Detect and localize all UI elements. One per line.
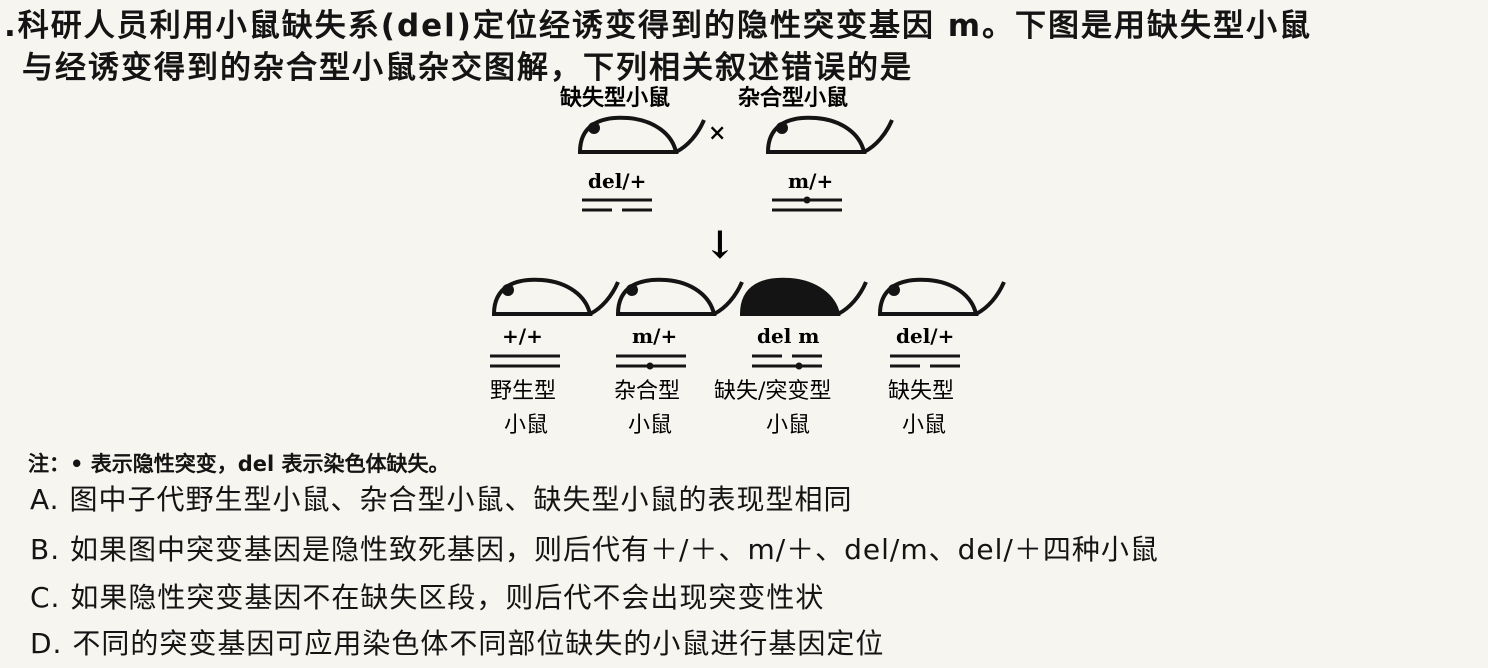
offspring-genotype-deletion: del/+ bbox=[896, 324, 954, 348]
offspring-genotype-heterozygous: m/+ bbox=[632, 324, 677, 348]
parent-genotype-heterozygous: m/+ bbox=[788, 169, 833, 193]
offspring-mouse-heterozygous bbox=[616, 277, 744, 316]
mutation-dot bbox=[803, 196, 811, 204]
offspring-suffix-deletion-mutant: 小鼠 bbox=[766, 413, 810, 438]
mutation-dot bbox=[646, 362, 654, 370]
diagram-note: 注：• 表示隐性突变，del 表示染色体缺失。 bbox=[28, 452, 450, 476]
parent-genotype-deletion: del/+ bbox=[588, 169, 646, 193]
parent-mouse-heterozygous bbox=[766, 115, 894, 154]
offspring-genotype-wildtype: +/+ bbox=[502, 324, 543, 348]
option-c[interactable]: C. 如果隐性突变基因不在缺失区段，则后代不会出现突变性状 bbox=[30, 581, 825, 614]
chromosome-pair-deletion-offspring bbox=[890, 354, 960, 368]
offspring-mouse-wildtype bbox=[492, 277, 620, 316]
cross-symbol: × bbox=[708, 120, 726, 146]
cross-diagram: 缺失型小鼠 杂合型小鼠 × del/+ m/+ ↓ +/+ m/+ del m … bbox=[490, 85, 1006, 438]
mutation-dot bbox=[795, 362, 803, 370]
chromosome-pair-deletion-mutant bbox=[752, 354, 822, 368]
option-d[interactable]: D. 不同的突变基因可应用染色体不同部位缺失的小鼠进行基因定位 bbox=[30, 627, 885, 660]
offspring-type-heterozygous: 杂合型 bbox=[614, 379, 680, 404]
offspring-type-deletion-mutant: 缺失/突变型 bbox=[714, 379, 831, 404]
offspring-suffix-heterozygous: 小鼠 bbox=[628, 413, 672, 438]
offspring-suffix-deletion: 小鼠 bbox=[902, 413, 946, 438]
offspring-type-deletion: 缺失型 bbox=[888, 379, 954, 404]
parent-label-deletion: 缺失型小鼠 bbox=[560, 85, 670, 111]
question-stem-line2: 与经诱变得到的杂合型小鼠杂交图解，下列相关叙述错误的是 bbox=[22, 50, 913, 86]
offspring-mouse-deletion bbox=[878, 277, 1006, 316]
option-a[interactable]: A. 图中子代野生型小鼠、杂合型小鼠、缺失型小鼠的表现型相同 bbox=[30, 483, 853, 516]
offspring-suffix-wildtype: 小鼠 bbox=[504, 413, 548, 438]
chromosome-pair-deletion bbox=[582, 198, 652, 212]
chromosome-pair-wildtype bbox=[490, 354, 560, 368]
offspring-type-wildtype: 野生型 bbox=[490, 379, 556, 404]
cross-arrow: ↓ bbox=[704, 222, 736, 267]
offspring-mouse-deletion-mutant bbox=[740, 277, 868, 316]
parent-mouse-deletion bbox=[578, 115, 706, 154]
question-stem-line1: .科研人员利用小鼠缺失系(del)定位经诱变得到的隐性突变基因 m。下图是用缺失… bbox=[4, 8, 1313, 44]
option-b[interactable]: B. 如果图中突变基因是隐性致死基因，则后代有＋/＋、m/＋、del/m、del… bbox=[30, 533, 1159, 566]
offspring-genotype-deletion-mutant: del m bbox=[757, 324, 819, 348]
parent-label-heterozygous: 杂合型小鼠 bbox=[738, 85, 848, 111]
